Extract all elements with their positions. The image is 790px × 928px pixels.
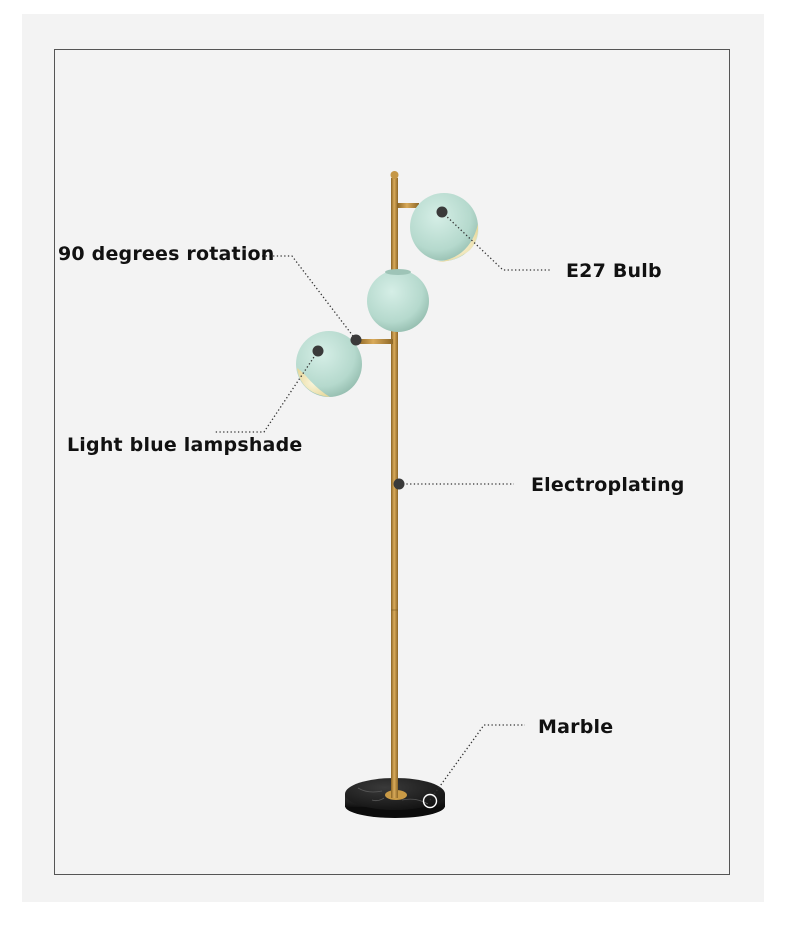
leader-rotation	[262, 255, 357, 341]
upper-lamp-head	[397, 193, 479, 262]
leader-marble	[429, 724, 525, 801]
leader-lines	[215, 211, 550, 801]
label-electroplating: Electroplating	[531, 474, 685, 496]
annotation-markers	[312, 206, 448, 490]
marker-electroplating	[393, 478, 405, 490]
lower-lamp-head	[296, 331, 393, 397]
label-e27-bulb: E27 Bulb	[566, 260, 662, 282]
label-light-blue-lampshade: Light blue lampshade	[67, 434, 303, 456]
marker-lampshade	[312, 345, 324, 357]
label-90-degrees-rotation: 90 degrees rotation	[58, 243, 275, 265]
marker-rotation	[350, 334, 362, 346]
leader-bulb	[441, 211, 550, 271]
marker-bulb	[436, 206, 448, 218]
middle-lamp-head	[367, 269, 429, 332]
label-marble: Marble	[538, 716, 614, 738]
leader-lampshade	[215, 350, 319, 433]
gold-pole	[390, 171, 399, 798]
diagram-frame	[54, 49, 730, 875]
marker-marble	[422, 793, 438, 809]
